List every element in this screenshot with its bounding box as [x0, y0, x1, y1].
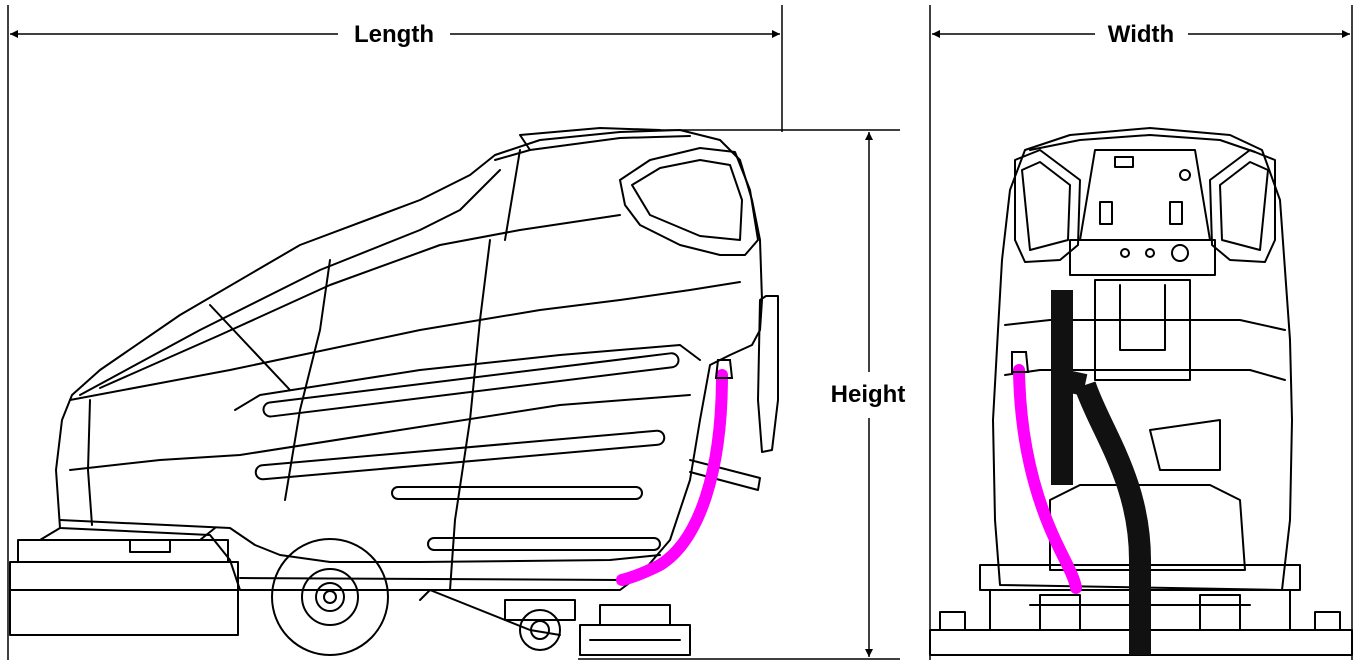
- side-hose-fitting: [714, 359, 734, 379]
- front-black-hose-top: [1051, 290, 1088, 396]
- panel-switch-right: [1169, 201, 1183, 225]
- upper-panel-line-2: [99, 214, 621, 389]
- lower-control-strip: [1069, 239, 1216, 276]
- squeegee-assembly: [579, 604, 691, 656]
- left-side-panel-inner: [1021, 161, 1071, 251]
- control-display: [1114, 156, 1134, 168]
- side-panel-outline: [234, 344, 701, 411]
- width-dimension: Width: [929, 5, 1353, 660]
- panel-knob: [1179, 169, 1191, 181]
- lower-body-line: [69, 394, 691, 471]
- length-label: Length: [354, 21, 434, 48]
- front-hose-fitting: [1011, 351, 1030, 373]
- front-top-ridge: [1029, 134, 1256, 153]
- front-body-outline: [992, 127, 1293, 591]
- front-caster-left: [1039, 594, 1081, 631]
- bumper-line: [59, 519, 661, 563]
- diagonal-crease: [209, 304, 291, 391]
- rear-bumper: [757, 295, 779, 453]
- front-lower-line: [87, 399, 93, 526]
- strip-knob-1: [1120, 248, 1130, 258]
- right-side-panel: [1209, 149, 1276, 263]
- right-side-panel-inner: [1219, 161, 1269, 251]
- right-bracket: [1149, 419, 1221, 471]
- front-hose-highlight: [1013, 364, 1082, 594]
- mid-panel-line: [69, 281, 741, 401]
- console-inner: [631, 159, 743, 241]
- caster-assembly: [419, 589, 576, 651]
- upper-panel-line: [79, 169, 501, 396]
- front-wheel-left: [939, 611, 966, 631]
- height-dimension: Height: [578, 129, 906, 660]
- front-brush-deck: [9, 527, 239, 636]
- length-dimension: Length: [7, 5, 783, 660]
- strip-knob-2: [1145, 248, 1155, 258]
- main-wheel: [271, 538, 389, 656]
- panel-switch-left: [1099, 201, 1113, 225]
- side-view: [9, 127, 779, 656]
- front-lower-body: [1004, 369, 1286, 381]
- front-wheel-right: [1314, 611, 1341, 631]
- grille-slot-4: [427, 537, 661, 551]
- side-hose-highlight: [616, 369, 728, 586]
- skirt-line: [239, 577, 621, 581]
- grille-slot-1: [262, 352, 680, 418]
- seat-shape: [1049, 484, 1246, 571]
- inner-frame: [1094, 279, 1191, 381]
- front-caster-right: [1199, 594, 1241, 631]
- strip-knob-3: [1171, 244, 1189, 262]
- roof-rib: [519, 127, 661, 151]
- control-panel: [1079, 149, 1211, 241]
- vertical-seam-2: [504, 149, 521, 241]
- vertical-seam-3: [284, 259, 331, 501]
- height-label: Height: [831, 381, 906, 408]
- front-midline: [1004, 319, 1286, 331]
- inner-bracket: [1119, 284, 1166, 351]
- console-outline: [619, 147, 759, 256]
- top-cover-line: [494, 135, 691, 161]
- grille-slot-2: [254, 429, 666, 481]
- grille-slot-3: [391, 486, 643, 500]
- width-label: Width: [1108, 21, 1174, 48]
- rear-step: [689, 459, 761, 491]
